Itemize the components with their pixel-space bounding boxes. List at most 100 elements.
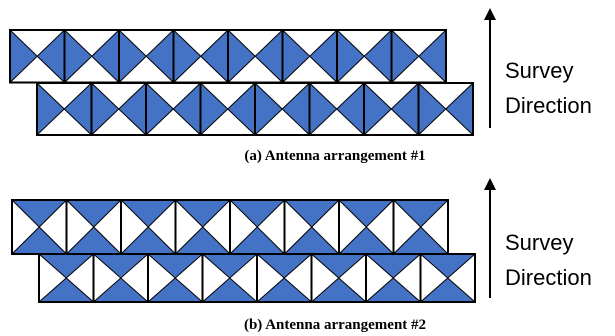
- panel-arrangement-2: Survey Direction (b) Antenna arrangement…: [11, 178, 592, 333]
- antenna-fill-wedge: [257, 254, 312, 278]
- antenna-fill-wedge: [284, 227, 339, 254]
- antenna-fill-wedge: [227, 83, 255, 135]
- antenna-element: [118, 29, 175, 84]
- antenna-diagonal: [147, 253, 203, 303]
- antenna-element: [38, 253, 95, 303]
- antenna-fill-wedge: [336, 83, 364, 135]
- antenna-fill-wedge: [39, 278, 94, 302]
- antenna-fill-wedge: [118, 83, 146, 135]
- antenna-element: [419, 253, 476, 303]
- antenna-fill-wedge: [391, 83, 419, 135]
- antenna-element: [145, 82, 202, 136]
- antenna-element: [308, 82, 365, 136]
- antenna-fill-wedge: [91, 30, 119, 83]
- antenna-diagonal: [175, 199, 231, 255]
- antenna-element: [365, 253, 422, 303]
- antenna-fill-wedge: [420, 254, 475, 278]
- antenna-fill-wedge: [37, 83, 65, 135]
- antenna-fill-wedge: [175, 200, 230, 227]
- antenna-element: [63, 29, 120, 84]
- survey-direction-label-line-1: Survey: [505, 230, 573, 255]
- antenna-fill-wedge: [391, 30, 419, 83]
- antenna-diagonal: [309, 82, 365, 136]
- antenna-element: [254, 82, 311, 136]
- antenna-element: [174, 199, 231, 255]
- antenna-element: [392, 199, 449, 255]
- antenna-fill-wedge: [418, 30, 446, 83]
- antenna-fill-wedge: [420, 278, 475, 302]
- antenna-fill-wedge: [173, 30, 201, 83]
- antenna-fill-wedge: [121, 227, 176, 254]
- antenna-fill-wedge: [146, 83, 174, 135]
- antenna-fill-wedge: [284, 200, 339, 227]
- antenna-diagonal: [38, 253, 94, 303]
- antenna-element: [338, 199, 395, 255]
- antenna-diagonal: [145, 82, 201, 136]
- antenna-element: [65, 199, 122, 255]
- antenna-element: [172, 29, 229, 84]
- antenna-fill-wedge: [418, 83, 446, 135]
- antenna-diagonal: [200, 82, 256, 136]
- antenna-row-upper: [11, 199, 449, 255]
- antenna-element: [36, 82, 93, 136]
- antenna-fill-wedge: [64, 83, 92, 135]
- antenna-fill-wedge: [173, 83, 201, 135]
- antenna-row-upper: [9, 29, 447, 84]
- antenna-element: [363, 82, 420, 136]
- antenna-element: [9, 29, 66, 84]
- antenna-fill-wedge: [445, 83, 473, 135]
- antenna-element: [256, 253, 313, 303]
- antenna-diagonal: [365, 253, 421, 303]
- antenna-fill-wedge: [309, 30, 337, 83]
- antenna-element: [283, 199, 340, 255]
- caption-arrangement-1: (a) Antenna arrangement #1: [244, 148, 425, 164]
- antenna-fill-wedge: [66, 200, 121, 227]
- antenna-diagonal: [391, 29, 447, 83]
- antenna-diagonal: [336, 29, 392, 83]
- antenna-row-lower: [36, 82, 474, 136]
- antenna-fill-wedge: [202, 278, 257, 302]
- antenna-diagonal: [256, 253, 312, 303]
- panel-arrangement-1: Survey Direction (a) Antenna arrangement…: [9, 8, 592, 164]
- antenna-fill-wedge: [339, 227, 394, 254]
- antenna-fill-wedge: [121, 200, 176, 227]
- antenna-fill-wedge: [91, 83, 119, 135]
- antenna-element: [229, 199, 286, 255]
- antenna-diagonal: [363, 82, 419, 136]
- antenna-fill-wedge: [366, 278, 421, 302]
- antenna-fill-wedge: [364, 30, 392, 83]
- antenna-row-lower: [38, 253, 476, 303]
- antenna-fill-wedge: [202, 254, 257, 278]
- antenna-outline: [419, 253, 476, 303]
- survey-direction-arrowhead: [484, 178, 496, 190]
- antenna-diagonal: [9, 29, 65, 83]
- antenna-fill-wedge: [148, 254, 203, 278]
- antenna-diagonal: [393, 199, 449, 255]
- antenna-outline: [417, 82, 474, 136]
- antenna-element: [201, 253, 258, 303]
- antenna-element: [310, 253, 367, 303]
- antenna-element: [11, 199, 68, 255]
- antenna-fill-wedge: [255, 30, 283, 83]
- survey-direction-label-line-2: Direction: [505, 93, 592, 118]
- antenna-fill-wedge: [309, 83, 337, 135]
- antenna-diagonal: [11, 199, 67, 255]
- antenna-fill-wedge: [64, 30, 92, 83]
- antenna-fill-wedge: [230, 200, 285, 227]
- antenna-fill-wedge: [311, 278, 366, 302]
- antenna-element: [336, 29, 393, 84]
- antenna-diagonal: [36, 82, 92, 136]
- antenna-diagonal: [229, 199, 285, 255]
- antenna-diagonal: [227, 29, 283, 83]
- survey-direction-label-line-2: Direction: [505, 265, 592, 290]
- antenna-fill-wedge: [311, 254, 366, 278]
- antenna-element: [390, 29, 447, 84]
- antenna-diagonal: [254, 82, 310, 136]
- antenna-fill-wedge: [148, 278, 203, 302]
- antenna-element: [120, 199, 177, 255]
- antenna-fill-wedge: [146, 30, 174, 83]
- survey-direction-arrowhead: [484, 8, 496, 20]
- antenna-element: [281, 29, 338, 84]
- antenna-fill-wedge: [175, 227, 230, 254]
